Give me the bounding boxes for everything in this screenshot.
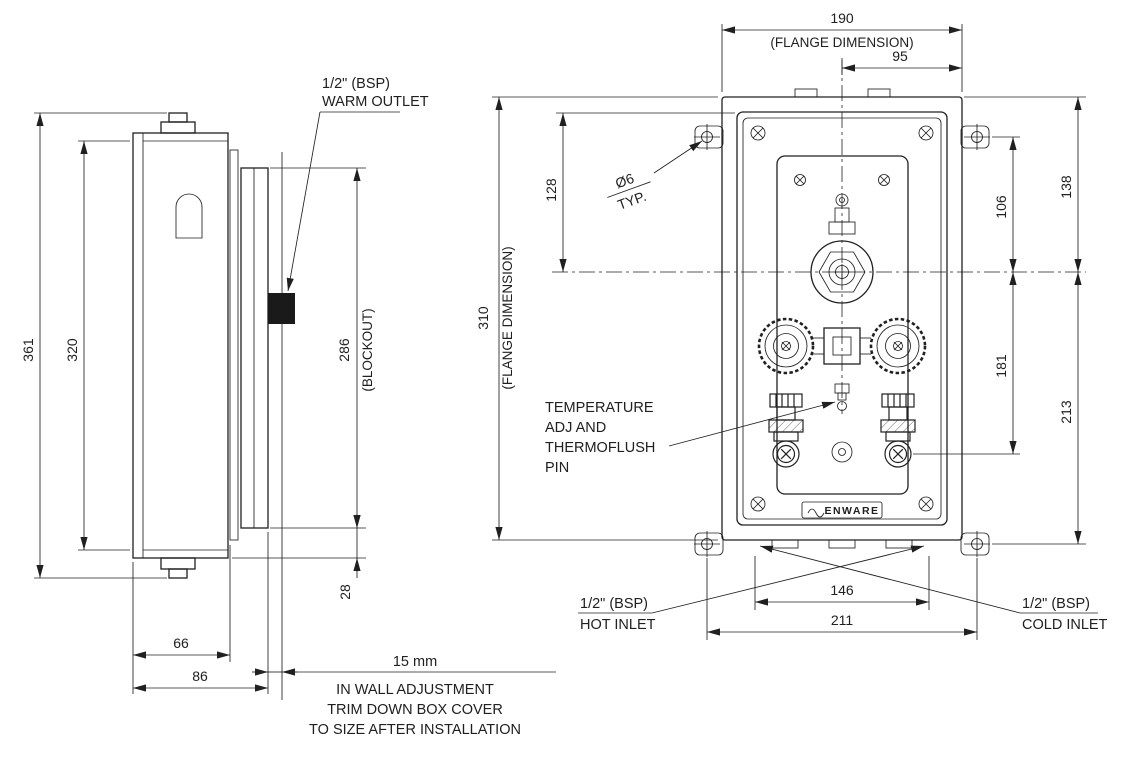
dim-286-group: 286 (BLOCKOUT) bbox=[270, 167, 375, 529]
enware-brand: ENWARE bbox=[824, 505, 879, 517]
hot-inlet-label-line2: HOT INLET bbox=[580, 617, 656, 633]
side-box-body bbox=[132, 112, 229, 579]
dim-361: 361 bbox=[20, 338, 36, 362]
warm-outlet-label-line2: WARM OUTLET bbox=[322, 94, 429, 110]
cold-inlet-label-line2: COLD INLET bbox=[1022, 617, 1108, 633]
dim-286-note: (BLOCKOUT) bbox=[360, 308, 375, 391]
cold-inlet-callout: 1/2" (BSP) COLD INLET bbox=[759, 545, 1108, 633]
dim-213-group: 213 bbox=[992, 272, 1086, 545]
hot-inlet-callout: 1/2" (BSP) HOT INLET bbox=[578, 545, 925, 633]
center-port bbox=[831, 441, 853, 463]
temp-pin-label-line1: TEMPERATURE bbox=[545, 400, 654, 416]
side-view: 361 320 286 (BLOCKOUT) 28 bbox=[20, 76, 556, 738]
hole-dia-label: Ø6 bbox=[613, 170, 636, 191]
dim-310: 310 bbox=[475, 306, 491, 330]
temp-adjust-pin bbox=[834, 383, 850, 411]
temp-pin-callout: TEMPERATURE ADJ AND THERMOFLUSH PIN bbox=[545, 400, 836, 476]
temp-pin-label-line3: THERMOFLUSH bbox=[545, 440, 655, 456]
dim-310-group: 310 (FLANGE DIMENSION) bbox=[475, 96, 718, 541]
dim-213: 213 bbox=[1058, 400, 1074, 424]
internal-plate bbox=[776, 155, 909, 495]
brand-badge: ENWARE bbox=[801, 501, 883, 519]
hot-inlet-label-line1: 1/2" (BSP) bbox=[580, 596, 648, 612]
dim-190: 190 bbox=[830, 10, 854, 26]
dim-190-group: 190 (FLANGE DIMENSION) bbox=[721, 10, 963, 92]
corner-screws bbox=[750, 125, 934, 512]
isolation-valve-right bbox=[869, 317, 927, 375]
dim-361-group: 361 bbox=[20, 112, 167, 579]
dim-146-group: 146 bbox=[754, 556, 930, 610]
temp-pin-label-line2: ADJ AND bbox=[545, 420, 606, 436]
dim-95-group: 95 bbox=[841, 48, 962, 75]
warm-outlet-fitting bbox=[268, 293, 295, 324]
dim-211-group: 211 bbox=[706, 558, 978, 640]
bottom-mounting-tab bbox=[160, 557, 196, 570]
check-valve-right bbox=[880, 393, 916, 468]
mounting-hole-bottom-left bbox=[694, 531, 724, 557]
dim-95: 95 bbox=[892, 48, 908, 64]
cold-inlet-label-line1: 1/2" (BSP) bbox=[1022, 596, 1090, 612]
cover-hatch bbox=[240, 167, 269, 529]
side-cover-plate bbox=[229, 149, 269, 541]
warm-outlet-label-line1: 1/2" (BSP) bbox=[322, 76, 390, 92]
mounting-hole-bottom-right bbox=[960, 531, 990, 557]
hole-dia-callout: Ø6 TYP. bbox=[607, 140, 703, 213]
install-note-line2: TRIM DOWN BOX COVER bbox=[327, 702, 503, 718]
dim-106-group: 106 bbox=[992, 136, 1020, 272]
dim-28: 28 bbox=[337, 584, 353, 600]
dim-310-note: (FLANGE DIMENSION) bbox=[500, 246, 515, 389]
check-valve-left bbox=[768, 393, 804, 468]
mounting-hole-top-right bbox=[960, 124, 990, 150]
dim-86: 86 bbox=[192, 668, 208, 684]
dim-28-group: 28 bbox=[232, 514, 366, 600]
dim-86-group: 86 bbox=[133, 532, 269, 694]
dim-211: 211 bbox=[831, 612, 854, 628]
dim-181-group: 181 bbox=[913, 272, 1020, 455]
dim-286: 286 bbox=[336, 338, 352, 362]
dim-320-group: 320 bbox=[64, 140, 130, 551]
temp-pin-label-line4: PIN bbox=[545, 460, 569, 476]
mixing-valve-body bbox=[810, 240, 874, 304]
dim-66: 66 bbox=[173, 635, 189, 651]
dim-66-group: 66 bbox=[132, 545, 231, 694]
plate-screws bbox=[794, 174, 890, 186]
center-body bbox=[813, 327, 871, 365]
install-note-line3: TO SIZE AFTER INSTALLATION bbox=[309, 722, 521, 738]
front-view: ENWARE 190 (FLANGE DIMENSION) 95 310 (FL… bbox=[475, 10, 1108, 640]
dim-15mm-group: 15 mm IN WALL ADJUSTMENT TRIM DOWN BOX C… bbox=[252, 654, 556, 738]
mounting-holes bbox=[694, 124, 990, 557]
install-note-line1: IN WALL ADJUSTMENT bbox=[336, 682, 494, 698]
valve-assembly: ENWARE bbox=[757, 193, 927, 519]
keyhole-slot bbox=[175, 193, 203, 239]
dim-146: 146 bbox=[830, 582, 854, 598]
hole-dia-typ: TYP. bbox=[615, 188, 648, 213]
top-mounting-tab bbox=[160, 121, 196, 134]
dim-106: 106 bbox=[993, 195, 1009, 219]
front-flange bbox=[721, 88, 963, 549]
dim-181: 181 bbox=[993, 354, 1009, 378]
dim-128: 128 bbox=[543, 178, 559, 202]
dim-190-note: (FLANGE DIMENSION) bbox=[770, 35, 913, 50]
dim-320: 320 bbox=[64, 338, 80, 362]
dim-138-group: 138 bbox=[964, 96, 1086, 272]
isolation-valve-left bbox=[757, 317, 815, 375]
dim-15mm: 15 mm bbox=[393, 654, 437, 670]
warm-outlet-callout: 1/2" (BSP) WARM OUTLET bbox=[286, 76, 429, 292]
dim-128-group: 128 bbox=[543, 112, 735, 272]
dim-138: 138 bbox=[1058, 175, 1074, 199]
mounting-hole-top-left bbox=[694, 124, 724, 150]
